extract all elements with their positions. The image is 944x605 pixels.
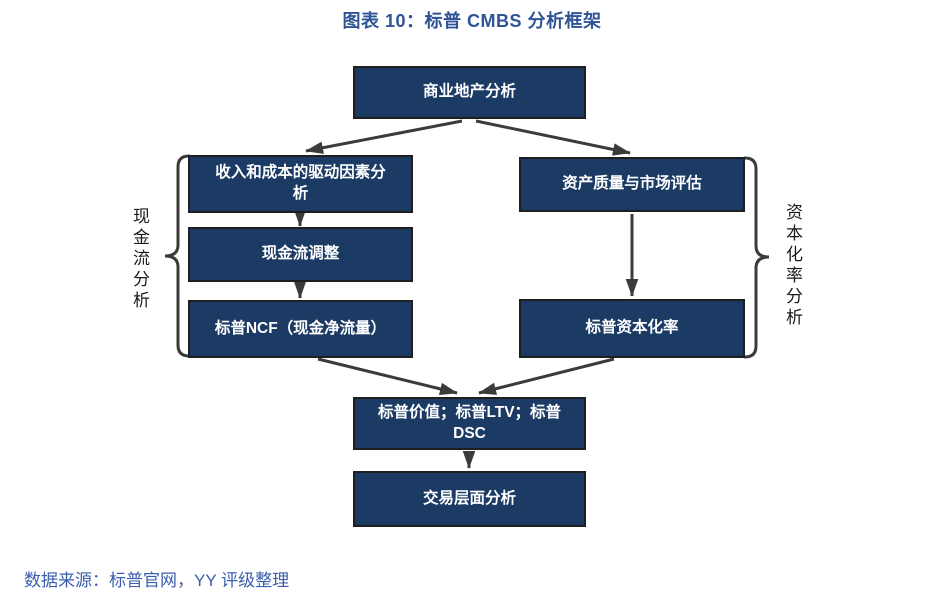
left-brace <box>164 154 191 358</box>
node-sp-value-ltv-dsc: 标普价值；标普LTV；标普 DSC <box>353 397 586 450</box>
node-income-cost-driver-analysis: 收入和成本的驱动因素分 析 <box>188 155 413 213</box>
node-sp-cap-rate: 标普资本化率 <box>519 299 745 358</box>
arrow-top-to-left <box>305 119 463 154</box>
data-source-note: 数据来源：标普官网，YY 评级整理 <box>24 571 290 590</box>
side-label-cash-flow-analysis: 现金流分析 <box>133 207 150 310</box>
node-cash-flow-adjustment: 现金流调整 <box>188 227 413 282</box>
figure-title: 图表 10：标普 CMBS 分析框架 <box>342 11 602 31</box>
right-brace <box>743 156 770 359</box>
node-transaction-level-analysis: 交易层面分析 <box>353 471 586 527</box>
arrow-ncf-to-merge <box>317 357 458 396</box>
arrow-top-to-right <box>475 119 631 156</box>
arrow-caprate-to-merge <box>478 357 615 395</box>
side-label-cap-rate-analysis: 资本化率分析 <box>786 203 803 327</box>
node-commercial-real-estate-analysis: 商业地产分析 <box>353 66 586 119</box>
node-asset-quality-market-assessment: 资产质量与市场评估 <box>519 157 745 212</box>
node-sp-ncf: 标普NCF（现金净流量） <box>188 300 413 358</box>
